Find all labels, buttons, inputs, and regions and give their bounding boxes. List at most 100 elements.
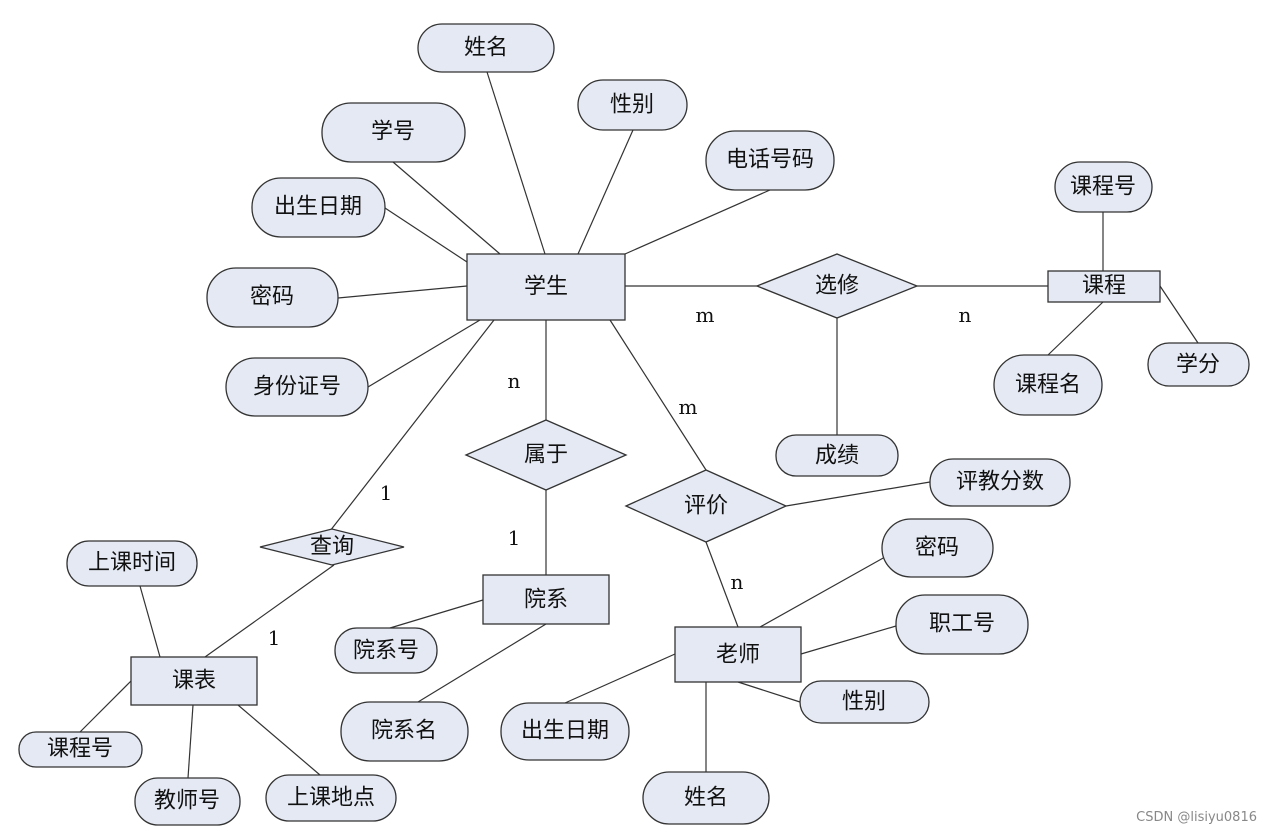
attr-department-id: 院系号 (334, 627, 438, 674)
attr-department-name-label: 院系名 (371, 719, 437, 744)
relationship-query: 查询 (259, 528, 405, 566)
edge-student-gender (577, 129, 634, 255)
attr-timetable-courseid-label: 课程号 (47, 737, 113, 762)
edge-teacher-staffid (800, 625, 897, 655)
edge-student-idcard (367, 319, 481, 388)
edge-evaluate-teacher (705, 541, 739, 628)
attr-course-name: 课程名 (993, 354, 1103, 416)
attr-course-id-label: 课程号 (1070, 175, 1136, 200)
attr-student-birthdate-label: 出生日期 (274, 195, 362, 220)
edge-student-query (329, 319, 495, 532)
relationship-enroll-label: 选修 (815, 274, 859, 299)
relationship-query-label: 查询 (310, 535, 354, 560)
attr-timetable-teacherid-label: 教师号 (154, 789, 220, 814)
attr-teacher-staffid: 职工号 (895, 594, 1029, 655)
attr-evaluate-rating-label: 评教分数 (956, 470, 1044, 495)
attr-teacher-name: 姓名 (642, 771, 770, 825)
edge-course-coursename (1047, 301, 1104, 356)
edge-student-phone (624, 189, 771, 255)
cardinality-labels: m n n 1 m n 1 1 (268, 303, 972, 650)
entity-student: 学生 (466, 253, 626, 321)
attr-student-phone: 电话号码 (705, 130, 835, 191)
watermark: CSDN @lisiyu0816 (1136, 810, 1257, 825)
edge-course-credit (1159, 285, 1199, 344)
entity-timetable: 课表 (130, 656, 258, 706)
cardinality-student-enroll: m (696, 303, 715, 327)
cardinality-belong-department: 1 (508, 526, 521, 550)
attr-student-id-label: 学号 (371, 120, 415, 145)
edge-student-evaluate (609, 319, 707, 471)
attr-timetable-location-label: 上课地点 (287, 786, 375, 811)
attr-teacher-gender-label: 性别 (842, 690, 886, 715)
relationship-enroll: 选修 (755, 253, 919, 319)
entity-timetable-label: 课表 (172, 669, 216, 694)
edge-timetable-teacherid (187, 704, 194, 779)
attr-student-idcard-label: 身份证号 (253, 375, 341, 400)
attr-student-password: 密码 (206, 267, 339, 328)
attr-student-idcard: 身份证号 (225, 357, 369, 417)
attr-department-name: 院系名 (340, 701, 469, 762)
edge-timetable-location (237, 704, 321, 776)
cardinality-query-timetable: 1 (268, 626, 281, 650)
edge-timetable-courseid (79, 680, 132, 733)
attr-timetable-courseid: 课程号 (18, 731, 143, 768)
relationship-belong: 属于 (464, 419, 628, 491)
attr-student-password-label: 密码 (250, 285, 294, 310)
attr-timetable-time: 上课时间 (66, 540, 198, 587)
edge-teacher-gender (737, 681, 801, 703)
connector-lines (79, 71, 1199, 779)
entity-course: 课程 (1047, 270, 1161, 303)
attr-student-gender-label: 性别 (610, 93, 654, 118)
edge-student-id (392, 161, 501, 255)
edge-query-timetable (204, 564, 335, 658)
edge-student-name (486, 71, 546, 255)
attr-teacher-birthdate-label: 出生日期 (521, 719, 609, 744)
attr-teacher-staffid-label: 职工号 (929, 612, 995, 637)
edge-teacher-birthdate (564, 653, 676, 704)
entity-course-label: 课程 (1082, 274, 1126, 299)
entity-teacher-label: 老师 (716, 643, 760, 668)
attr-course-name-label: 课程名 (1015, 373, 1081, 398)
attr-enroll-score: 成绩 (775, 434, 899, 477)
attr-teacher-password: 密码 (881, 518, 994, 578)
attr-timetable-location: 上课地点 (265, 774, 397, 822)
cardinality-student-evaluate: m (679, 395, 698, 419)
entity-student-label: 学生 (524, 275, 568, 300)
attr-student-id: 学号 (321, 102, 466, 163)
entity-department: 院系 (482, 574, 610, 625)
edge-teacher-password (759, 556, 886, 628)
entity-department-label: 院系 (524, 588, 568, 613)
relationship-evaluate-label: 评价 (684, 494, 728, 519)
entity-teacher: 老师 (674, 626, 802, 683)
attr-teacher-gender: 性别 (799, 680, 930, 724)
edge-student-birthdate (384, 207, 468, 263)
attr-department-id-label: 院系号 (353, 639, 419, 664)
cardinality-student-belong: n (508, 369, 521, 393)
edge-student-password (337, 285, 468, 299)
attr-teacher-birthdate: 出生日期 (500, 702, 630, 761)
attr-timetable-teacherid: 教师号 (134, 777, 241, 826)
attr-course-credit: 学分 (1147, 342, 1250, 387)
attr-course-credit-label: 学分 (1176, 353, 1220, 378)
attr-timetable-time-label: 上课时间 (88, 551, 176, 576)
attr-teacher-password-label: 密码 (915, 536, 959, 561)
attr-student-gender: 性别 (577, 79, 688, 131)
cardinality-evaluate-teacher: n (731, 570, 744, 594)
attr-student-name: 姓名 (417, 23, 555, 73)
relationship-belong-label: 属于 (524, 443, 568, 468)
cardinality-student-query: 1 (380, 481, 393, 505)
attr-student-birthdate: 出生日期 (251, 177, 386, 238)
edge-department-deptid (389, 599, 484, 629)
attr-student-phone-label: 电话号码 (726, 148, 814, 173)
edge-department-deptname (417, 623, 547, 703)
attr-teacher-name-label: 姓名 (684, 786, 728, 811)
attr-course-id: 课程号 (1054, 161, 1153, 213)
attr-student-name-label: 姓名 (464, 36, 508, 61)
attr-enroll-score-label: 成绩 (815, 444, 859, 469)
edge-evaluate-rating (785, 481, 931, 507)
attr-evaluate-rating: 评教分数 (929, 458, 1071, 507)
edge-timetable-time (139, 585, 161, 658)
relationship-evaluate: 评价 (624, 469, 788, 543)
cardinality-enroll-course: n (959, 303, 972, 327)
